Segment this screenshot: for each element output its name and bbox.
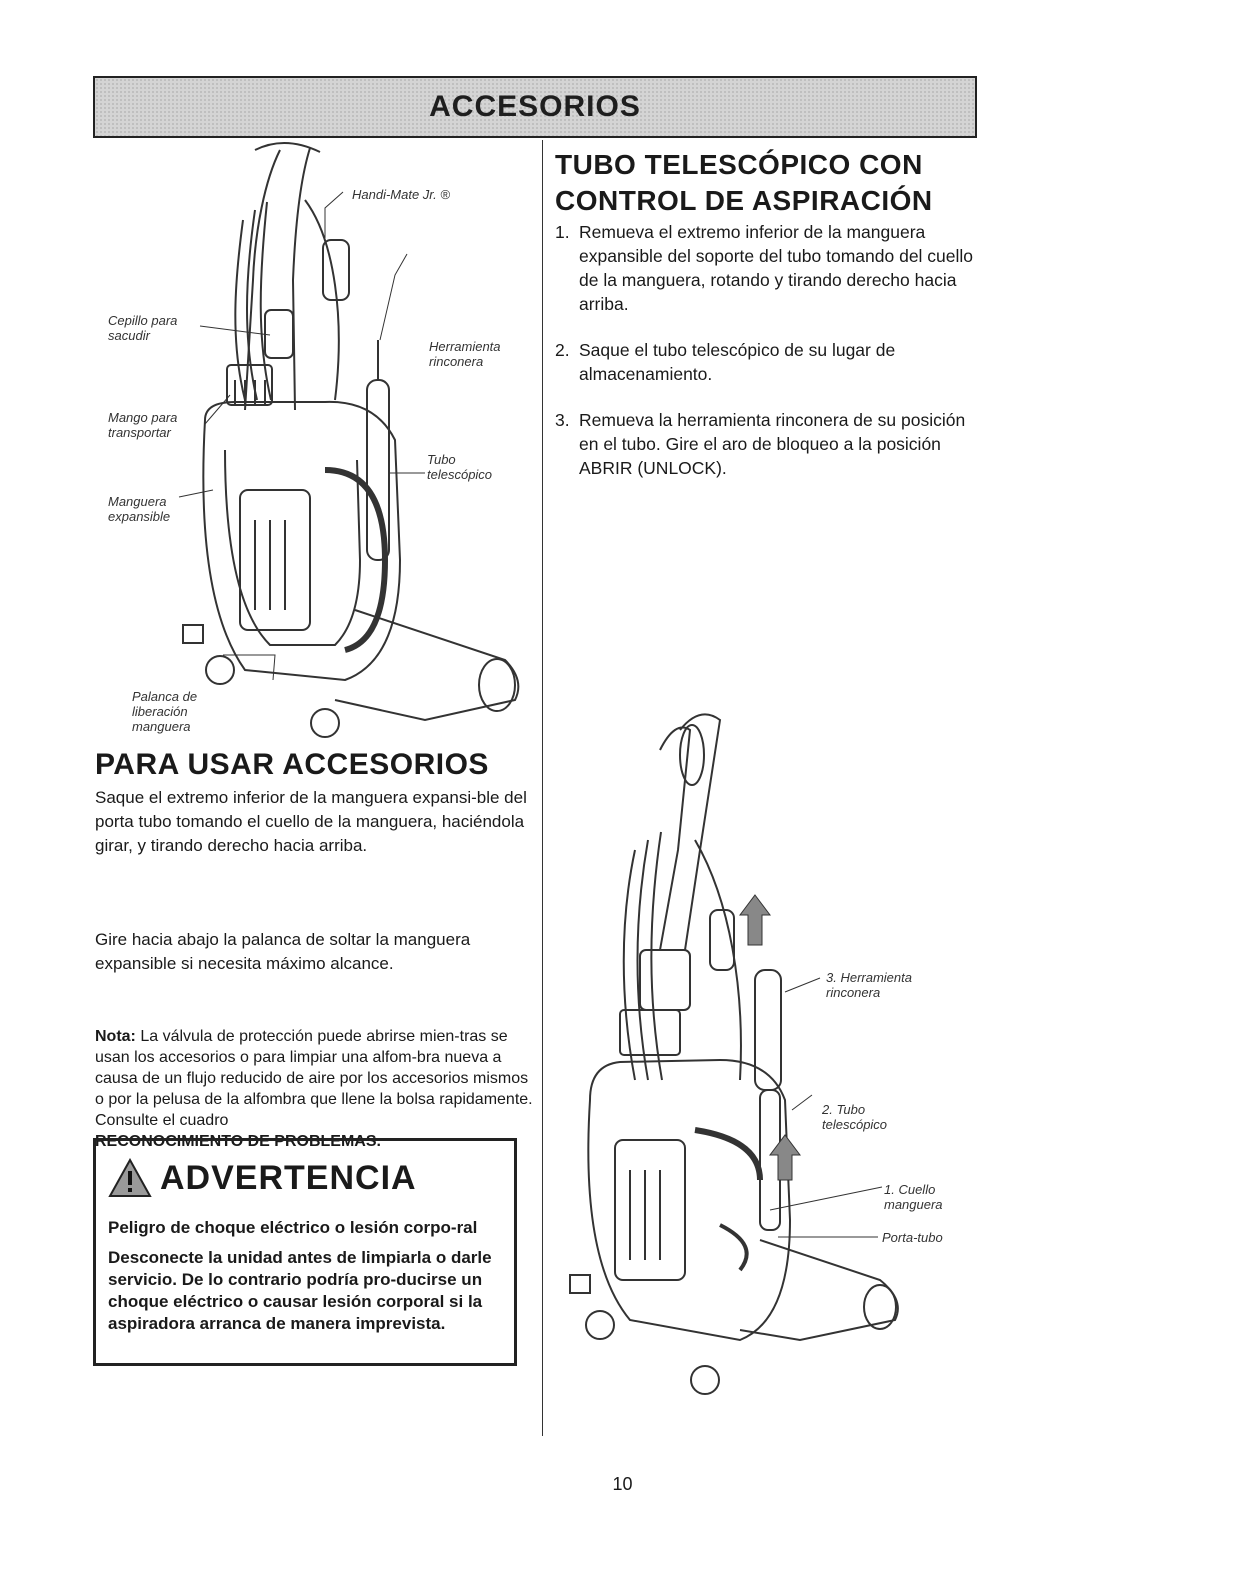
warning-header: ADVERTENCIA — [108, 1147, 502, 1209]
callout-cepillo: Cepillo para sacudir — [108, 313, 178, 343]
callout-palanca: Palanca de liberación manguera — [132, 689, 198, 734]
callout-porta-tubo: Porta-tubo — [882, 1230, 943, 1245]
warning-line-2: Desconecte la unidad antes de limpiarla … — [108, 1248, 492, 1333]
column-divider — [542, 140, 543, 1436]
paragraph-2: Gire hacia abajo la palanca de soltar la… — [95, 930, 471, 973]
warning-triangle-icon — [108, 1158, 152, 1197]
section-banner: ACCESORIOS — [93, 76, 977, 138]
step-item: 1. Remueva el extremo inferior de la man… — [555, 220, 975, 316]
step-text: Remueva la herramienta rinconera de su p… — [579, 410, 966, 478]
step-number: 3. — [555, 410, 570, 430]
warning-line-1: Peligro de choque eléctrico o lesión cor… — [108, 1218, 478, 1237]
step-number: 1. — [555, 222, 570, 242]
callout-manguera: Manguera expansible — [108, 494, 171, 524]
note-label: Nota: — [95, 1028, 136, 1045]
step-number: 2. — [555, 340, 570, 360]
callout-herramienta: Herramienta rinconera — [429, 339, 501, 369]
step-item: 3. Remueva la herramienta rinconera de s… — [555, 408, 975, 480]
paragraph-1: Saque el extremo inferior de la manguera… — [95, 788, 527, 855]
callout-mango: Mango para transportar — [108, 410, 178, 440]
callout-tubo: Tubo telescópico — [427, 452, 493, 482]
page-number: 10 — [612, 1474, 633, 1494]
left-heading: PARA USAR ACCESORIOS — [95, 748, 489, 781]
callout-handi-mate: Handi-Mate Jr. ® — [352, 187, 450, 202]
note-text: La válvula de protección puede abrirse m… — [95, 1028, 533, 1129]
section-title: ACCESORIOS — [429, 90, 641, 123]
steps-list: 1. Remueva el extremo inferior de la man… — [555, 220, 975, 502]
step-text: Saque el tubo telescópico de su lugar de… — [579, 340, 896, 384]
callout-herramienta-3: 3. Herramienta rinconera — [826, 970, 912, 1000]
callout-tubo-2: 2. Tubo telescópico — [822, 1102, 888, 1132]
warning-title: ADVERTENCIA — [160, 1158, 417, 1197]
note-reference: RECONOCIMIENTO DE PROBLEMAS. — [95, 1133, 381, 1150]
callout-cuello-1: 1. Cuello manguera — [884, 1182, 943, 1212]
warning-box: ADVERTENCIA Peligro de choque eléctrico … — [93, 1138, 517, 1366]
vacuum-accessories-illustration — [178, 141, 520, 738]
step-text: Remueva el extremo inferior de la mangue… — [579, 222, 974, 314]
note-paragraph: Nota: La válvula de protección puede abr… — [95, 1026, 533, 1152]
right-heading: TUBO TELESCÓPICO CON CONTROL DE ASPIRACI… — [555, 149, 933, 216]
telescopic-wand-illustration — [569, 713, 899, 1395]
step-item: 2. Saque el tubo telescópico de su lugar… — [555, 338, 975, 386]
